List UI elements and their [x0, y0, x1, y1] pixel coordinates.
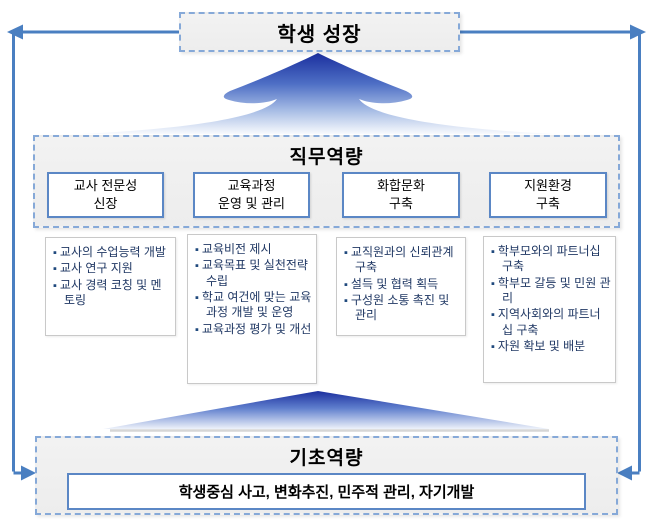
competency-list-curriculum-management: 교육비전 제시교육목표 및 실천전략 수립학교 여건에 맞는 교육과정 개발 및…	[187, 234, 317, 384]
competency-list-harmony-culture: 교직원과의 신뢰관계 구축설득 및 협력 획득구성원 소통 촉진 및 관리	[336, 237, 466, 336]
competency-header-teacher-professionalism: 교사 전문성 신장	[47, 172, 164, 218]
arrowhead-left-icon	[7, 24, 23, 40]
student-growth-box: 학생 성장	[179, 12, 460, 52]
list-item: 설득 및 협력 획득	[344, 277, 461, 292]
base-values-box: 학생중심 사고, 변화추진, 민주적 관리, 자기개발	[67, 473, 586, 510]
list-item: 학부모와의 파트너십 구축	[491, 244, 611, 275]
job-competency-title: 직무역량	[289, 147, 364, 168]
competency-header-curriculum-management: 교육과정 운영 및 관리	[193, 172, 310, 218]
list-item: 교육과정 평가 및 개선	[195, 322, 312, 337]
list-item: 자원 확보 및 배분	[491, 339, 611, 354]
list-item: 교사의 수업능력 개발	[53, 245, 171, 260]
base-competency-panel: 기초역량 학생중심 사고, 변화추진, 민주적 관리, 자기개발	[35, 436, 618, 515]
list-item: 학교 여건에 맞는 교육과정 개발 및 운영	[195, 290, 312, 321]
list-item: 구성원 소통 촉진 및 관리	[344, 293, 461, 324]
arrowhead-right-icon	[630, 24, 646, 40]
list-item: 지역사회와의 파트너십 구축	[491, 307, 611, 338]
arrowhead-into-base-right-icon	[617, 465, 632, 481]
triangle-up-icon	[103, 391, 549, 429]
big-up-arrow-icon	[79, 53, 557, 134]
list-item: 교사 경력 코칭 및 멘토링	[53, 278, 171, 309]
list-item: 교직원과의 신뢰관계 구축	[344, 245, 461, 276]
list-item: 교육비전 제시	[195, 242, 312, 257]
competency-header-harmony-culture: 화합문화 구축	[342, 172, 460, 218]
list-item: 교육목표 및 실천전략 수립	[195, 258, 312, 289]
base-competency-title: 기초역량	[289, 448, 364, 469]
competency-list-support-environment: 학부모와의 파트너십 구축학부모 갈등 및 민원 관리지역사회와의 파트너십 구…	[483, 236, 616, 383]
competency-list-teacher-professionalism: 교사의 수업능력 개발교사 연구 지원교사 경력 코칭 및 멘토링	[45, 237, 176, 336]
competency-header-support-environment: 지원환경 구축	[489, 172, 607, 218]
list-item: 교사 연구 지원	[53, 261, 171, 276]
list-item: 학부모 갈등 및 민원 관리	[491, 276, 611, 307]
arrowhead-into-base-left-icon	[21, 465, 36, 481]
